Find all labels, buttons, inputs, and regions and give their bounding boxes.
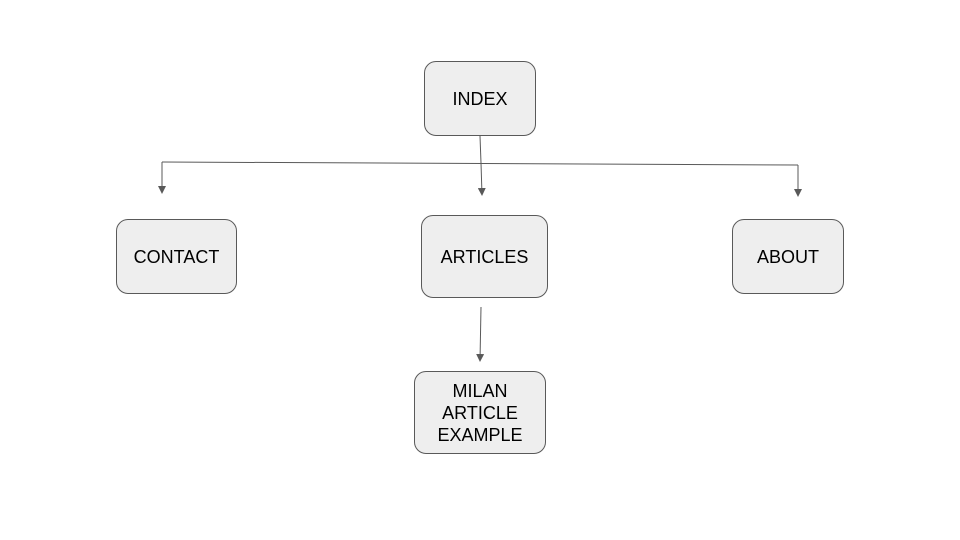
node-milan-article-example[interactable]: MILAN ARTICLE EXAMPLE <box>414 371 546 454</box>
node-articles[interactable]: ARTICLES <box>421 215 548 298</box>
node-contact[interactable]: CONTACT <box>116 219 237 294</box>
node-index[interactable]: INDEX <box>424 61 536 136</box>
arrow-articles-to-milan-article <box>476 306 485 362</box>
node-about[interactable]: ABOUT <box>732 219 844 294</box>
connector-branch-bar <box>161 161 799 166</box>
arrow-index-to-articles <box>477 162 486 196</box>
connector-index-stem <box>479 135 482 164</box>
